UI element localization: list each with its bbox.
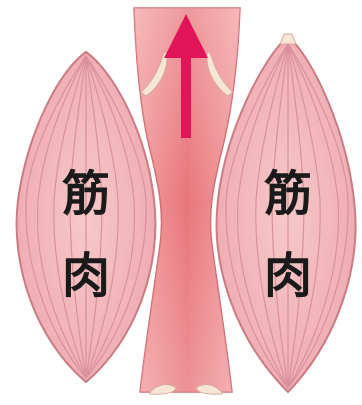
muscle-left: 筋 肉 bbox=[17, 52, 156, 382]
muscle-right-label-1: 筋 bbox=[264, 166, 312, 222]
muscle-left-label-2: 肉 bbox=[62, 248, 110, 304]
muscle-right-tip bbox=[280, 34, 296, 44]
muscle-left-label-1: 筋 bbox=[62, 166, 110, 222]
muscle-right: 筋 肉 bbox=[217, 34, 356, 392]
muscle-right-label-2: 肉 bbox=[264, 248, 312, 304]
